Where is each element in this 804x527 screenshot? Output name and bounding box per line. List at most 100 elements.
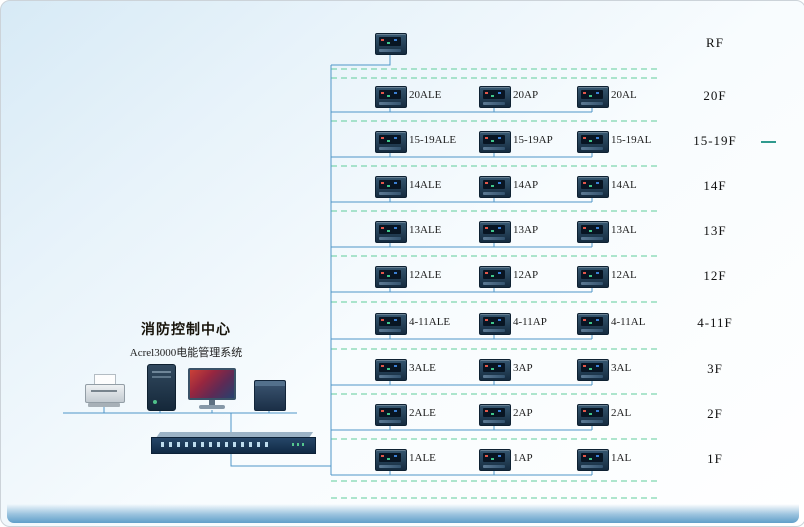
- meter-device-icon: [479, 313, 511, 335]
- device-screen: [483, 270, 505, 279]
- meter-device-icon: [577, 449, 609, 471]
- ups-top: [255, 381, 285, 386]
- printer-icon: [85, 374, 125, 407]
- control-center-title-block: 消防控制中心 Acrel3000电能管理系统: [86, 319, 286, 360]
- device-label: 14AP: [513, 179, 539, 191]
- meter-device-icon: [375, 221, 407, 243]
- device-screen: [483, 90, 505, 99]
- device-label: 13AP: [513, 224, 539, 236]
- device-label: 3AL: [611, 362, 632, 374]
- meter-device-icon: [577, 266, 609, 288]
- device-label: 4-11ALE: [409, 316, 451, 328]
- device-label: 2AL: [611, 407, 632, 419]
- device-label: 20AP: [513, 89, 539, 101]
- device-label: 15-19AL: [611, 134, 652, 146]
- meter-device-icon: [375, 449, 407, 471]
- meter-device-icon: [479, 449, 511, 471]
- device-keys: [581, 420, 603, 423]
- device-label: 15-19AP: [513, 134, 553, 146]
- meter-device-icon: [577, 176, 609, 198]
- device-screen: [483, 408, 505, 417]
- device-label: 13AL: [611, 224, 637, 236]
- device-keys: [483, 375, 505, 378]
- device-keys: [581, 192, 603, 195]
- device-keys: [483, 192, 505, 195]
- meter-device-icon: [577, 221, 609, 243]
- floor-label: 1F: [707, 451, 723, 466]
- device-screen: [581, 135, 603, 144]
- device-keys: [483, 147, 505, 150]
- device-label: 13ALE: [409, 224, 442, 236]
- device-keys: [581, 282, 603, 285]
- tower-power-led: [153, 400, 157, 404]
- device-keys: [379, 465, 401, 468]
- device-keys: [379, 329, 401, 332]
- meter-device-icon: [577, 404, 609, 426]
- device-screen: [581, 363, 603, 372]
- device-screen: [379, 363, 401, 372]
- floor-label: 12F: [703, 268, 727, 283]
- device-screen: [379, 37, 401, 46]
- floor-label: 4-11F: [697, 315, 733, 330]
- device-label: 3ALE: [409, 362, 436, 374]
- device-screen: [581, 453, 603, 462]
- control-center-title: 消防控制中心: [141, 323, 231, 338]
- floor-label: 3F: [707, 361, 723, 376]
- device-label: 14AL: [611, 179, 637, 191]
- meter-device-icon: [479, 131, 511, 153]
- device-screen: [379, 180, 401, 189]
- meter-device-icon: [577, 313, 609, 335]
- floor-label: 13F: [703, 223, 727, 238]
- device-label: 20AL: [611, 89, 637, 101]
- monitor-icon: [188, 368, 236, 410]
- device-keys: [483, 102, 505, 105]
- switch-riser-link: [230, 453, 331, 467]
- meter-device-icon: [479, 86, 511, 108]
- switch-leds: [292, 443, 306, 446]
- meter-device-icon: [577, 131, 609, 153]
- meter-device-icon: [479, 404, 511, 426]
- meter-device-icon: [375, 86, 407, 108]
- device-screen: [483, 135, 505, 144]
- device-screen: [379, 317, 401, 326]
- device-label: 1ALE: [409, 452, 436, 464]
- server-tower-icon: [147, 364, 176, 411]
- device-keys: [379, 420, 401, 423]
- device-screen: [379, 453, 401, 462]
- device-label: 1AL: [611, 452, 632, 464]
- device-screen: [483, 317, 505, 326]
- device-screen: [379, 90, 401, 99]
- meter-device-icon: [479, 359, 511, 381]
- device-screen: [581, 317, 603, 326]
- meter-device-icon: [375, 359, 407, 381]
- network-switch-icon: [151, 432, 316, 454]
- meter-device-icon: [479, 266, 511, 288]
- meter-device-icon: [479, 176, 511, 198]
- meter-device-icon: [375, 404, 407, 426]
- device-screen: [483, 225, 505, 234]
- device-keys: [379, 102, 401, 105]
- meter-device-icon: [375, 33, 407, 55]
- device-keys: [379, 375, 401, 378]
- device-keys: [379, 282, 401, 285]
- device-keys: [581, 329, 603, 332]
- meter-device-icon: [375, 176, 407, 198]
- meter-device-icon: [375, 313, 407, 335]
- device-label: 2AP: [513, 407, 533, 419]
- printer-slot: [91, 390, 117, 392]
- meter-device-icon: [577, 359, 609, 381]
- device-keys: [581, 102, 603, 105]
- device-screen: [581, 408, 603, 417]
- device-screen: [379, 225, 401, 234]
- device-label: 20ALE: [409, 89, 442, 101]
- device-keys: [581, 237, 603, 240]
- device-screen: [581, 180, 603, 189]
- tower-drive-slot: [152, 376, 171, 378]
- floor-label-rf: RF: [706, 35, 724, 50]
- printer-tray: [88, 403, 120, 407]
- switch-ports: [161, 442, 269, 447]
- device-screen: [483, 180, 505, 189]
- device-keys: [379, 192, 401, 195]
